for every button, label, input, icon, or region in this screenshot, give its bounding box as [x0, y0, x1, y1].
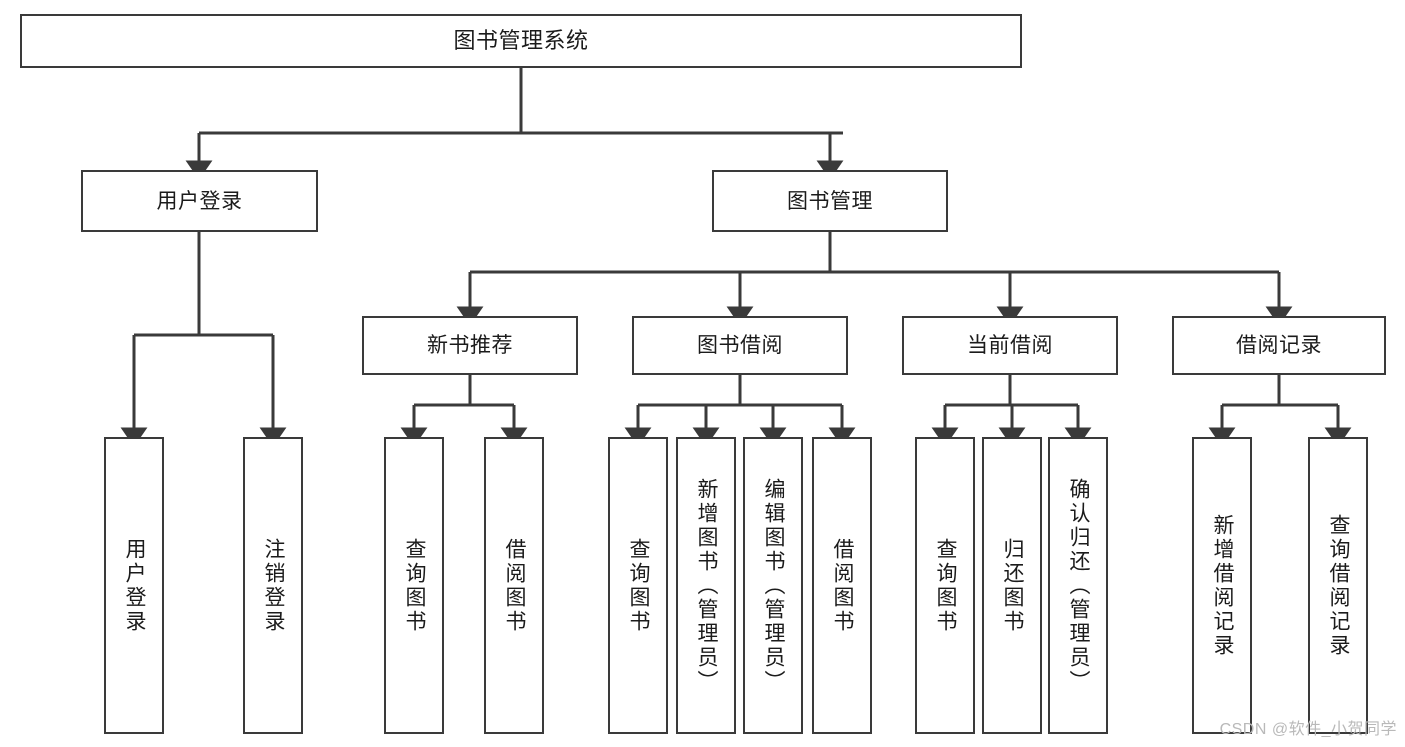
node-leaf-query-borrow-record-label: 查询借阅记录 [1327, 513, 1351, 658]
node-leaf-return-book-label: 归还图书 [1001, 537, 1025, 634]
node-leaf-query-book-3-label: 查询图书 [934, 537, 958, 634]
node-leaf-return-book[interactable]: 归还图书 [982, 437, 1042, 734]
node-user-login-label: 用户登录 [156, 189, 243, 213]
node-leaf-query-book-1-label: 查询图书 [403, 537, 427, 634]
node-borrow-record[interactable]: 借阅记录 [1172, 316, 1386, 375]
node-leaf-add-borrow-record-label: 新增借阅记录 [1211, 513, 1235, 658]
node-leaf-edit-book[interactable]: 编辑图书（管理员） [743, 437, 803, 734]
node-leaf-borrow-book-1-label: 借阅图书 [503, 537, 527, 634]
node-leaf-query-book-1[interactable]: 查询图书 [384, 437, 444, 734]
node-current-borrow-label: 当前借阅 [967, 334, 1053, 357]
node-new-book-recommend-label: 新书推荐 [427, 334, 513, 357]
node-leaf-logout-login[interactable]: 注销登录 [243, 437, 303, 734]
node-root-system-label: 图书管理系统 [453, 28, 589, 53]
node-leaf-borrow-book-1[interactable]: 借阅图书 [484, 437, 544, 734]
node-book-borrow-label: 图书借阅 [697, 334, 783, 357]
node-leaf-edit-book-label: 编辑图书（管理员） [762, 477, 786, 694]
node-leaf-user-login[interactable]: 用户登录 [104, 437, 164, 734]
node-new-book-recommend[interactable]: 新书推荐 [362, 316, 578, 375]
node-leaf-query-borrow-record[interactable]: 查询借阅记录 [1308, 437, 1368, 734]
node-leaf-borrow-book-2[interactable]: 借阅图书 [812, 437, 872, 734]
node-leaf-query-book-2-label: 查询图书 [627, 537, 651, 634]
node-leaf-query-book-2[interactable]: 查询图书 [608, 437, 668, 734]
node-book-manage[interactable]: 图书管理 [712, 170, 948, 232]
node-leaf-borrow-book-2-label: 借阅图书 [831, 537, 855, 634]
node-book-manage-label: 图书管理 [787, 189, 873, 213]
node-leaf-user-login-label: 用户登录 [123, 537, 147, 634]
node-borrow-record-label: 借阅记录 [1236, 334, 1322, 357]
node-book-borrow[interactable]: 图书借阅 [632, 316, 848, 375]
node-leaf-confirm-return-label: 确认归还（管理员） [1067, 477, 1091, 694]
node-user-login[interactable]: 用户登录 [81, 170, 318, 232]
node-leaf-logout-login-label: 注销登录 [262, 537, 286, 634]
node-leaf-confirm-return[interactable]: 确认归还（管理员） [1048, 437, 1108, 734]
node-current-borrow[interactable]: 当前借阅 [902, 316, 1118, 375]
node-leaf-add-book-label: 新增图书（管理员） [695, 477, 719, 694]
node-leaf-add-book[interactable]: 新增图书（管理员） [676, 437, 736, 734]
node-root-system[interactable]: 图书管理系统 [20, 14, 1022, 68]
node-leaf-add-borrow-record[interactable]: 新增借阅记录 [1192, 437, 1252, 734]
csdn-watermark: CSDN @软件_小贺同学 [1219, 721, 1397, 738]
node-leaf-query-book-3[interactable]: 查询图书 [915, 437, 975, 734]
